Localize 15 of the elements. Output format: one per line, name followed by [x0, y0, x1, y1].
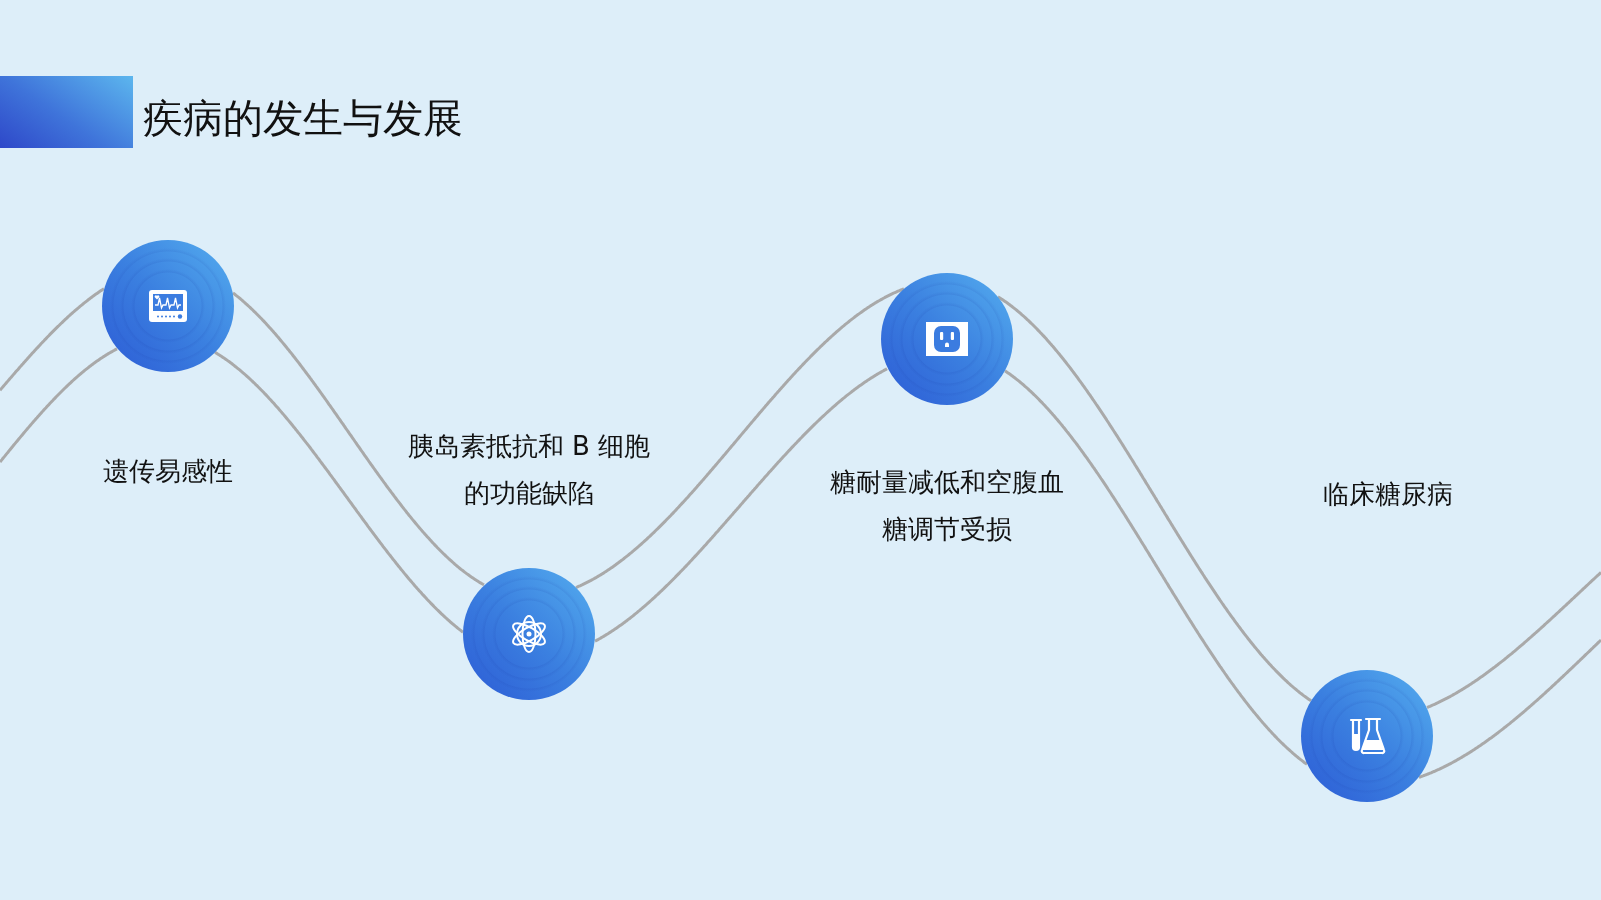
wave-line: [575, 287, 905, 589]
slide-title: 疾病的发生与发展: [143, 94, 463, 142]
stage-label: 胰岛素抵抗和 B 细胞的功能缺陷: [406, 430, 652, 510]
stage-label: 遗传易感性: [102, 455, 234, 488]
wave-line: [594, 367, 888, 643]
wave-line: [1004, 369, 1308, 766]
wave-line: [0, 287, 105, 392]
wave-line: [1426, 571, 1601, 709]
wave-line: [232, 291, 485, 587]
wave-line: [1418, 638, 1601, 779]
wave-line: [214, 351, 464, 634]
stage-label: 糖耐量减低和空腹血糖调节受损: [829, 466, 1065, 546]
stage-label: 临床糖尿病: [1322, 478, 1454, 511]
wave-line: [0, 347, 118, 464]
wave-line: [997, 295, 1312, 703]
